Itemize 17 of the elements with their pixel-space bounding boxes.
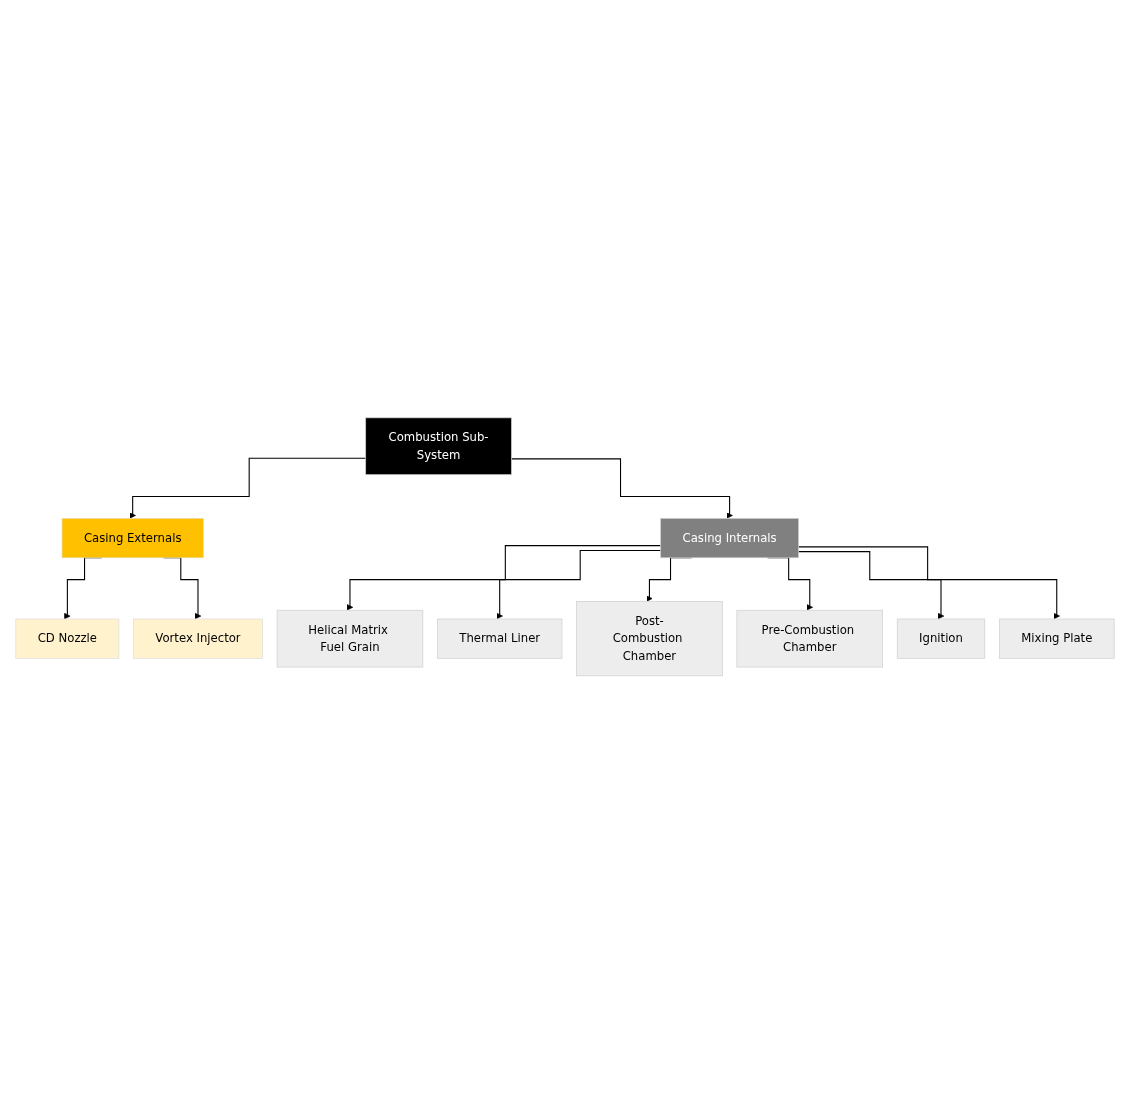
- node-box: Vortex Injector: [133, 618, 263, 659]
- node-box: Casing Externals: [61, 518, 204, 559]
- arrow: [797, 546, 1060, 620]
- node-box: Pre-Combustion Chamber: [736, 610, 883, 668]
- node-box: Combustion Sub-System: [365, 417, 512, 476]
- arrow: [496, 550, 662, 620]
- node-box: CD Nozzle: [15, 618, 120, 659]
- node-box: Post-Combustion Chamber: [576, 601, 723, 677]
- node-box: Thermal Liner: [437, 618, 563, 659]
- node-box: Mixing Plate: [998, 618, 1115, 659]
- node-box: Ignition: [896, 618, 986, 659]
- node-box: Helical Matrix Fuel Grain: [276, 610, 424, 668]
- arrow: [346, 545, 662, 611]
- arrow: [129, 457, 367, 519]
- arrow: [797, 551, 945, 620]
- node-box: Casing Internals: [660, 518, 799, 559]
- arrow: [510, 458, 733, 519]
